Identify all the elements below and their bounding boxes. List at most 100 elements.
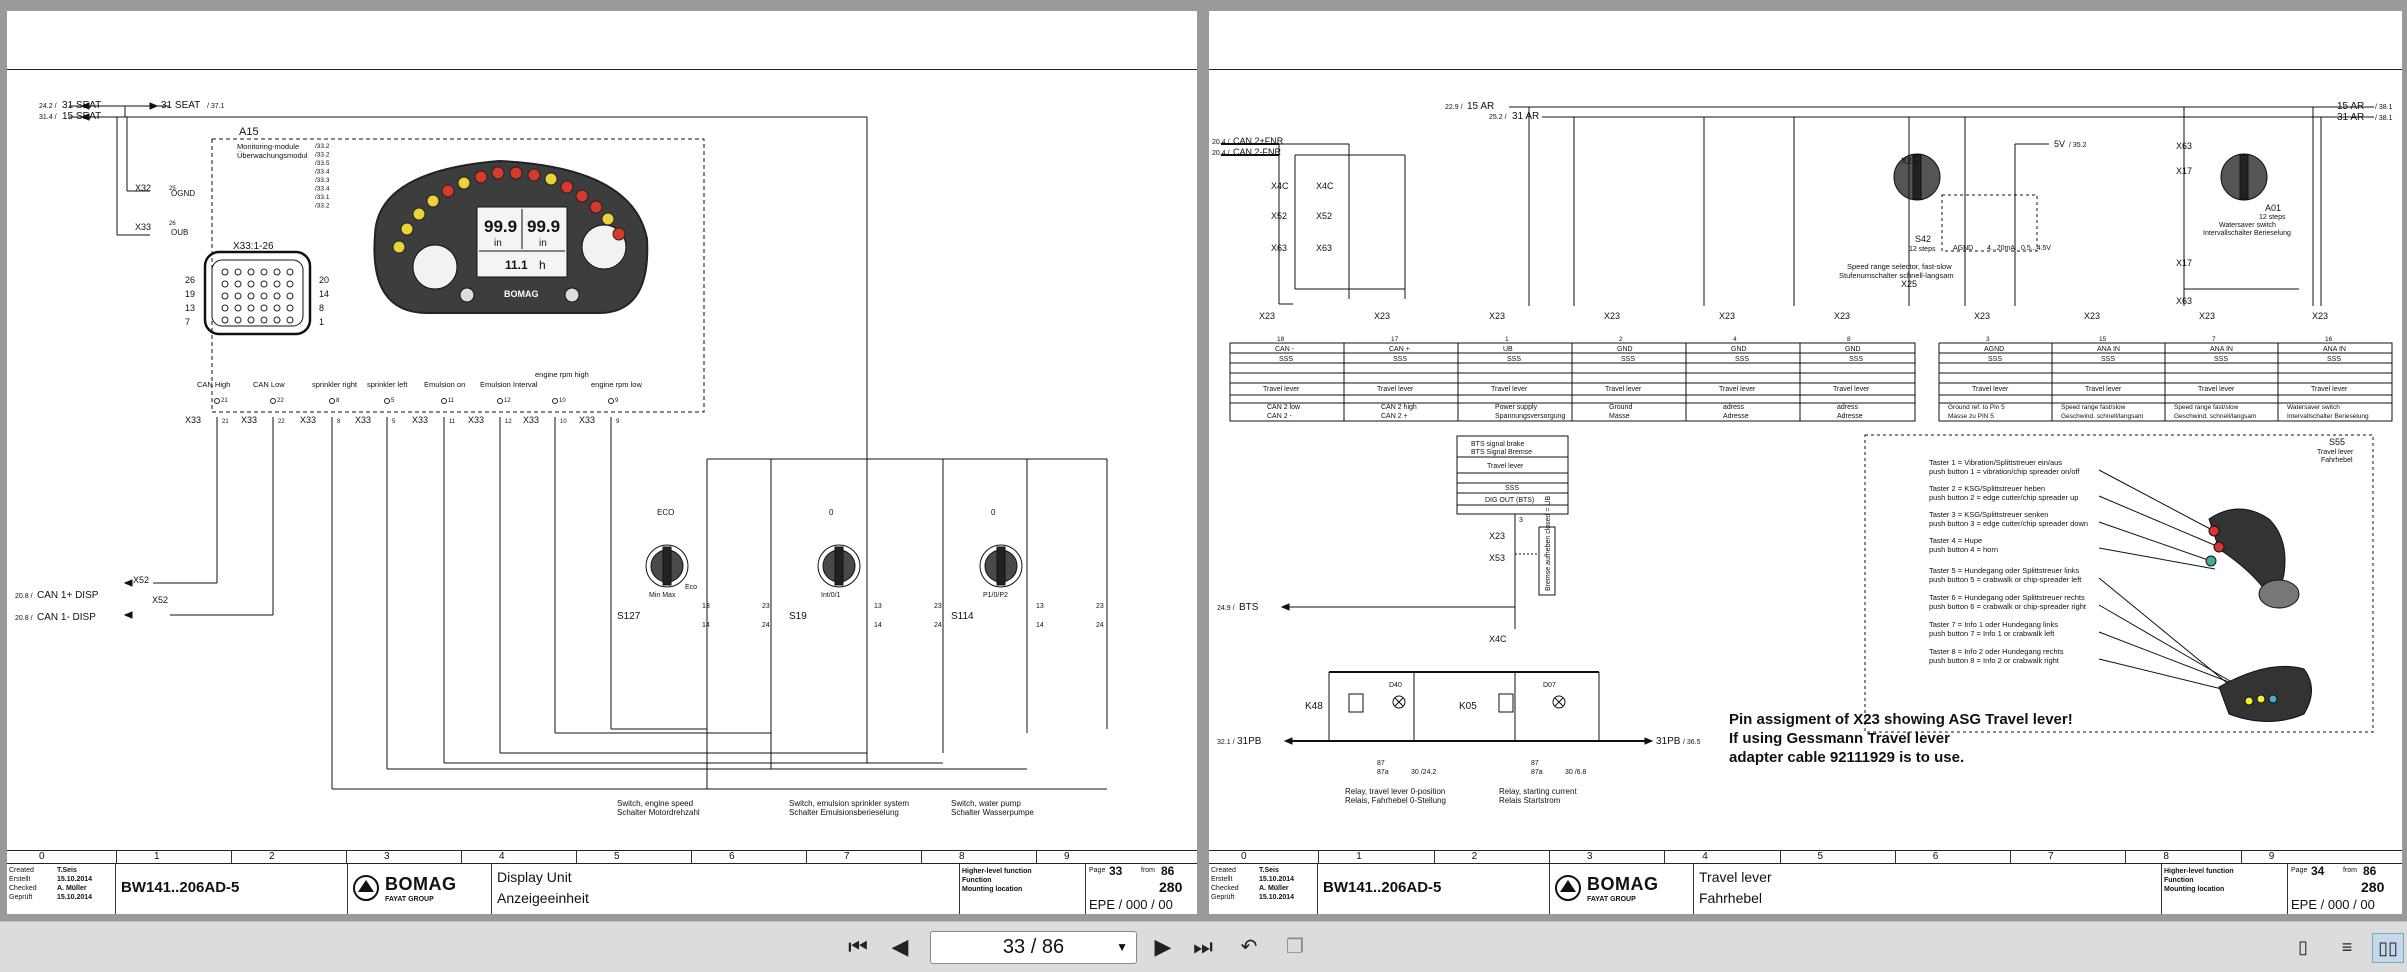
- sheet-number: 280: [2361, 879, 2385, 895]
- pin-description-de: CAN 2 -: [1267, 413, 1293, 420]
- x52-label-a: X52: [133, 575, 149, 585]
- contact-number: 24: [1096, 622, 1104, 629]
- checked-label: Checked: [9, 885, 37, 892]
- viewer-toolbar: ⏮ ◀ 33 / 86▼ ▶ ⏭ ↶ ❐ ▯ ≡ ▯▯: [0, 921, 2407, 972]
- bts-rot-label: Bremse aufheben closed = UB: [1545, 496, 1552, 591]
- warning-lamp-icon: [491, 166, 505, 180]
- diode-id: D07: [1543, 682, 1556, 689]
- connector-pin-number: 13: [185, 303, 195, 313]
- bomag-logo-icon: [353, 875, 379, 901]
- connector-pin: [234, 280, 242, 288]
- copy-icon[interactable]: ❐: [1286, 936, 1304, 958]
- rotate-icon[interactable]: ↶: [1240, 936, 1258, 958]
- page-selector[interactable]: 33 / 86▼: [930, 931, 1137, 964]
- canfnr1-ref: 20.4 /: [1212, 139, 1230, 146]
- connector-pin-number: 8: [319, 303, 324, 313]
- s31ar-signal: 31 AR: [1512, 111, 1539, 122]
- pin-number: 9: [616, 419, 620, 425]
- lever-button-label: Taster 3 = KSG/Splittstreuer senken: [1929, 510, 2048, 519]
- contact-number: 14: [874, 622, 882, 629]
- contact-number: 23: [762, 603, 770, 610]
- bts-box-l5: DIG OUT (BTS): [1485, 497, 1534, 504]
- table-sss: SSS: [1849, 356, 1863, 363]
- pin-number: 21: [222, 419, 229, 425]
- pin-description: CAN 2 high: [1381, 404, 1417, 411]
- x23-connector-label: X23: [2199, 311, 2215, 321]
- contact-number: 23: [1096, 603, 1104, 610]
- pin-number: 8: [337, 419, 341, 425]
- ognd-label: OGND: [171, 189, 195, 198]
- page-cell: Page 34 from 86 280 EPE / 000 / 00: [2287, 864, 2402, 914]
- column-divider: [806, 851, 807, 864]
- x52-label-b: X52: [152, 595, 168, 605]
- lever-button-label: Taster 5 = Hundegang oder Splittstreuer …: [1929, 566, 2080, 575]
- x23-pin-number: 3: [1986, 336, 1990, 343]
- can2-ref: 20.8 /: [15, 615, 33, 622]
- x23-pin-number: 17: [1391, 336, 1399, 343]
- lcd-unit-1: in: [494, 238, 502, 249]
- column-number: 8: [2163, 851, 2169, 862]
- connector-pin: [221, 292, 229, 300]
- relay-contact: 30 /24.2: [1411, 769, 1436, 776]
- pin-assignment-note: Pin assigment of X23 showing ASG Travel …: [1729, 710, 2073, 767]
- pb-signal: 31PB: [1237, 736, 1262, 747]
- s15ar-signal: 15 AR: [1467, 101, 1494, 112]
- connector-pin: [247, 268, 255, 276]
- brand-cell: BOMAG FAYAT GROUP: [347, 864, 492, 914]
- created-label-de: Erstellt: [1211, 876, 1233, 883]
- bts-box-l1: BTS signal brake: [1471, 441, 1524, 448]
- v5-signal: 5V: [2054, 139, 2065, 149]
- s15ar-to: 15 AR: [2337, 101, 2364, 112]
- created-label: Created: [1211, 867, 1236, 874]
- column-divider: [1318, 851, 1320, 864]
- column-number: 0: [39, 851, 45, 862]
- project-cell: BW141..206AD-5: [1317, 864, 1550, 914]
- relay-contact: 87: [1531, 760, 1539, 767]
- x33-connector-label: X33: [468, 415, 484, 425]
- switch-positions: P1/0/P2: [983, 592, 1008, 599]
- a01-desc1: Watersaver switch: [2219, 222, 2276, 229]
- can2-signal: CAN 1- DISP: [37, 612, 96, 623]
- prev-page-icon[interactable]: ◀: [891, 934, 909, 959]
- x23-connector-label: X23: [1974, 311, 1990, 321]
- pin-terminal: [214, 398, 220, 404]
- connector-pin: [221, 268, 229, 276]
- next-page-icon[interactable]: ▶: [1154, 934, 1172, 959]
- first-page-icon[interactable]: ⏮: [848, 934, 868, 959]
- bts-x4c: X4C: [1489, 634, 1507, 644]
- created-name: T.Seis: [1259, 867, 1279, 874]
- switch-position-label: ECO: [657, 508, 674, 517]
- column-divider: [1664, 851, 1666, 864]
- brand-subtitle: FAYAT GROUP: [1587, 896, 1636, 903]
- checked-date: 15.10.2014: [1259, 894, 1295, 901]
- checked-label: Checked: [1211, 885, 1239, 892]
- warning-lamp-icon: [392, 240, 406, 254]
- last-page-icon[interactable]: ⏭: [1193, 934, 1213, 959]
- pin-number: 21: [221, 398, 228, 404]
- contact-number: 14: [1036, 622, 1044, 629]
- lever-l2: Fahrhebel: [2321, 457, 2353, 464]
- two-page-icon[interactable]: ▯▯: [2372, 933, 2404, 963]
- pin-function: CAN +: [1389, 346, 1410, 353]
- a01-id: A01: [2265, 203, 2281, 213]
- bts-box-l2: BTS Signal Bremse: [1471, 449, 1532, 456]
- connector-pin: [234, 292, 242, 300]
- pin-number: 5: [391, 398, 395, 404]
- lever-button-label-en: push button 2 = edge cutter/chip spreade…: [1929, 493, 2078, 502]
- pin-25: 25: [169, 186, 176, 192]
- pin-function: GND: [1731, 346, 1747, 353]
- x32-label: X32: [135, 183, 151, 193]
- pin-number: 11: [449, 419, 456, 425]
- pin-number: 12: [505, 419, 512, 425]
- single-page-icon[interactable]: ▯: [2298, 937, 2308, 957]
- column-divider: [231, 851, 232, 864]
- column-number: 1: [1356, 851, 1362, 862]
- table-sss: SSS: [1279, 356, 1293, 363]
- connector-pin: [221, 304, 229, 312]
- continuous-icon[interactable]: ≡: [2341, 937, 2353, 957]
- column-number: 1: [154, 851, 160, 862]
